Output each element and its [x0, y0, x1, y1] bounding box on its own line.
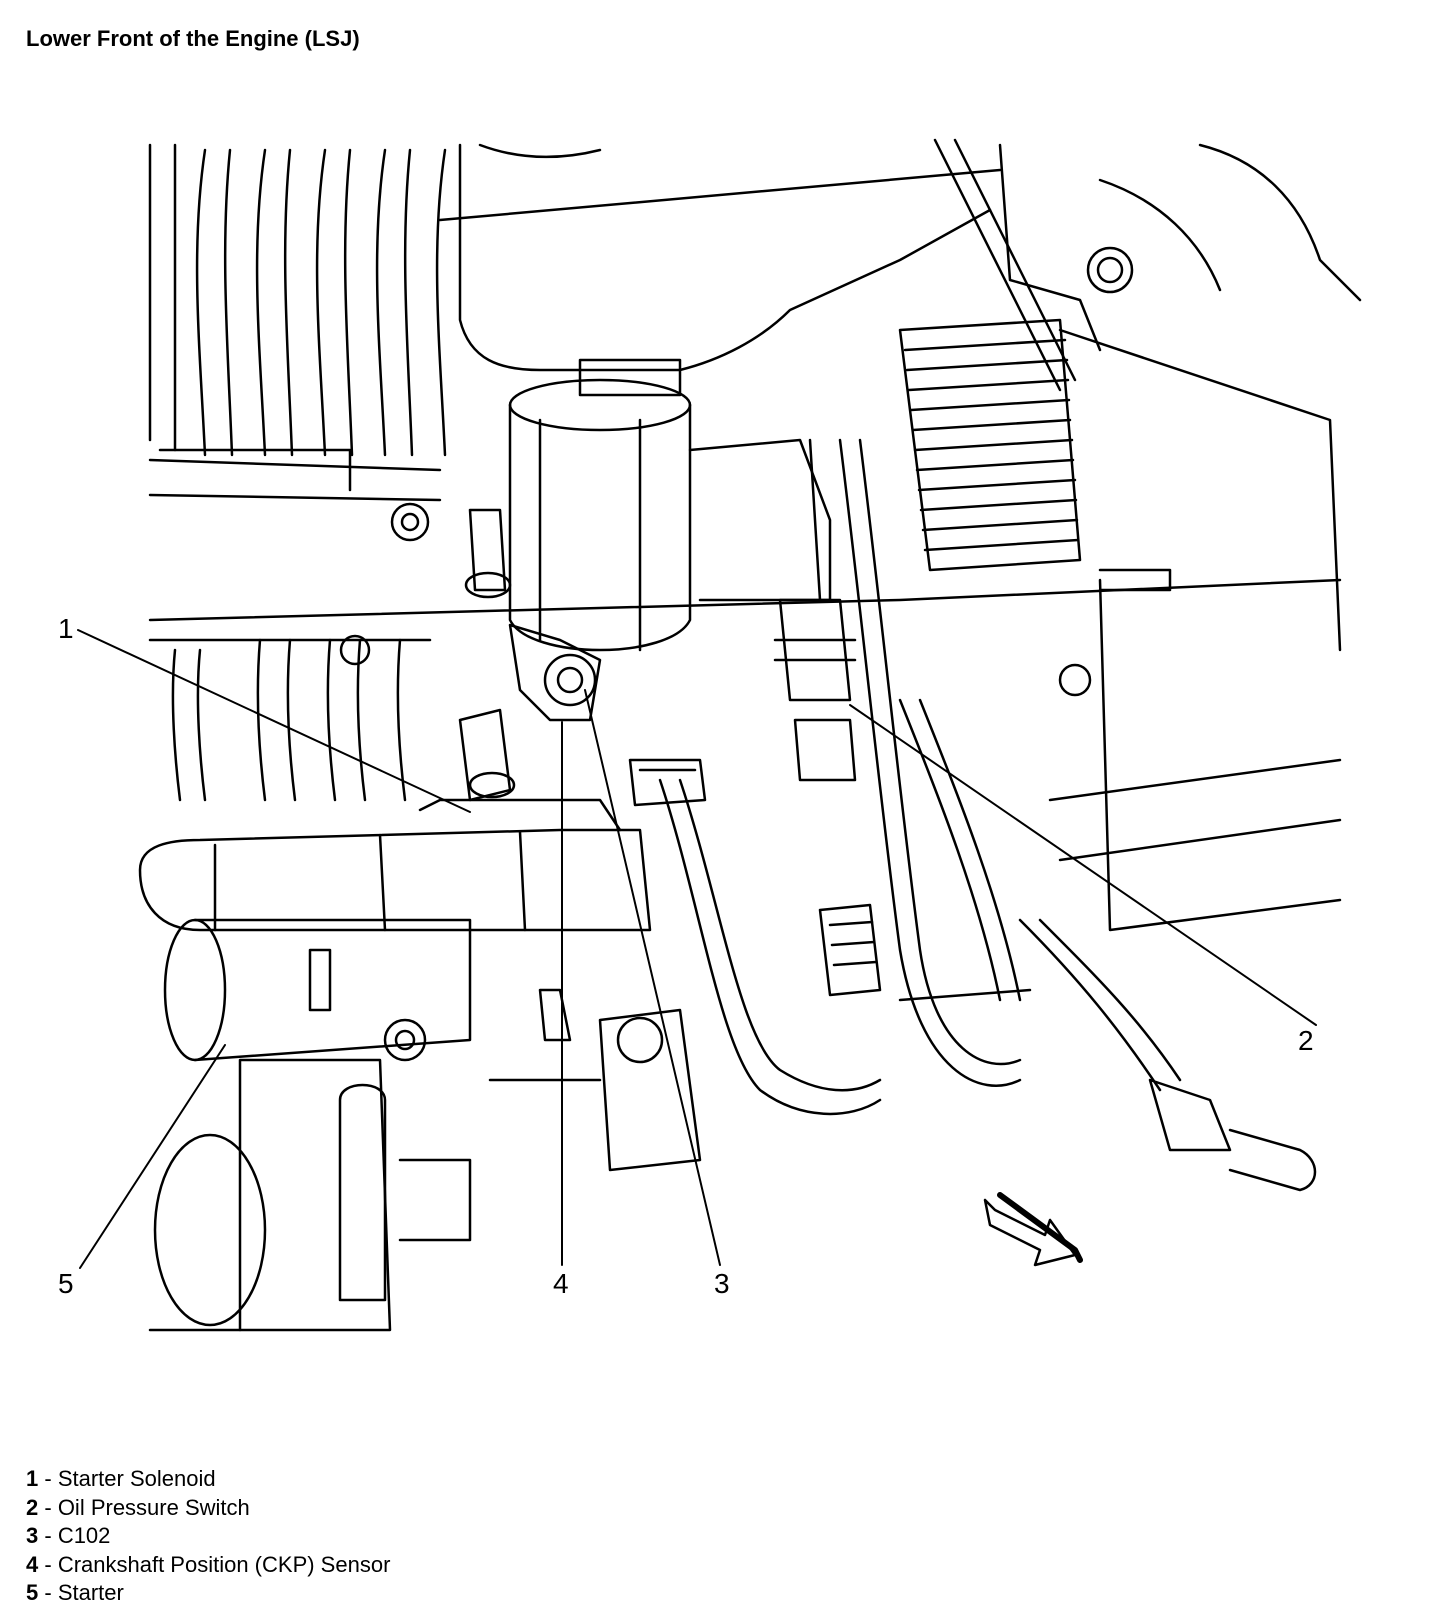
frame-rail	[898, 568, 1342, 1002]
leader-lines	[77, 629, 1317, 1269]
legend-item: 5 - Starter	[26, 1580, 124, 1605]
lower-bracket	[488, 1008, 702, 1172]
oil-filter-housing	[508, 358, 832, 652]
engine-line-drawing	[77, 138, 1362, 1332]
direction-arrow-icon	[983, 1192, 1083, 1267]
legend-item: 4 - Crankshaft Position (CKP) Sensor	[26, 1551, 391, 1577]
legend-item: 2 - Oil Pressure Switch	[26, 1494, 250, 1520]
callout-5: 5	[58, 1268, 74, 1299]
temp-sensor-connector	[1148, 1078, 1317, 1192]
engine-block-lower	[148, 448, 1342, 802]
page-title: Lower Front of the Engine (LSJ)	[26, 26, 360, 51]
upper-housing	[438, 138, 1362, 392]
legend: 1 - Starter Solenoid 2 - Oil Pressure Sw…	[26, 1465, 390, 1608]
oil-cooler	[898, 318, 1342, 652]
oil-pressure-switch	[773, 438, 857, 782]
callout-4: 4	[553, 1268, 569, 1299]
callout-2: 2	[1298, 1025, 1314, 1056]
callout-3: 3	[714, 1268, 730, 1299]
starter	[138, 798, 652, 1062]
callout-1: 1	[58, 613, 74, 644]
harness-connector	[818, 903, 882, 997]
legend-item: 3 - C102	[26, 1523, 111, 1548]
intake-manifold-ribs	[148, 143, 447, 502]
starter-mount	[148, 1058, 472, 1332]
legend-item: 1 - Starter Solenoid	[26, 1466, 216, 1491]
c102-connector	[628, 758, 707, 807]
wiring-harness	[658, 438, 1182, 1116]
ckp-sensor	[508, 623, 602, 722]
